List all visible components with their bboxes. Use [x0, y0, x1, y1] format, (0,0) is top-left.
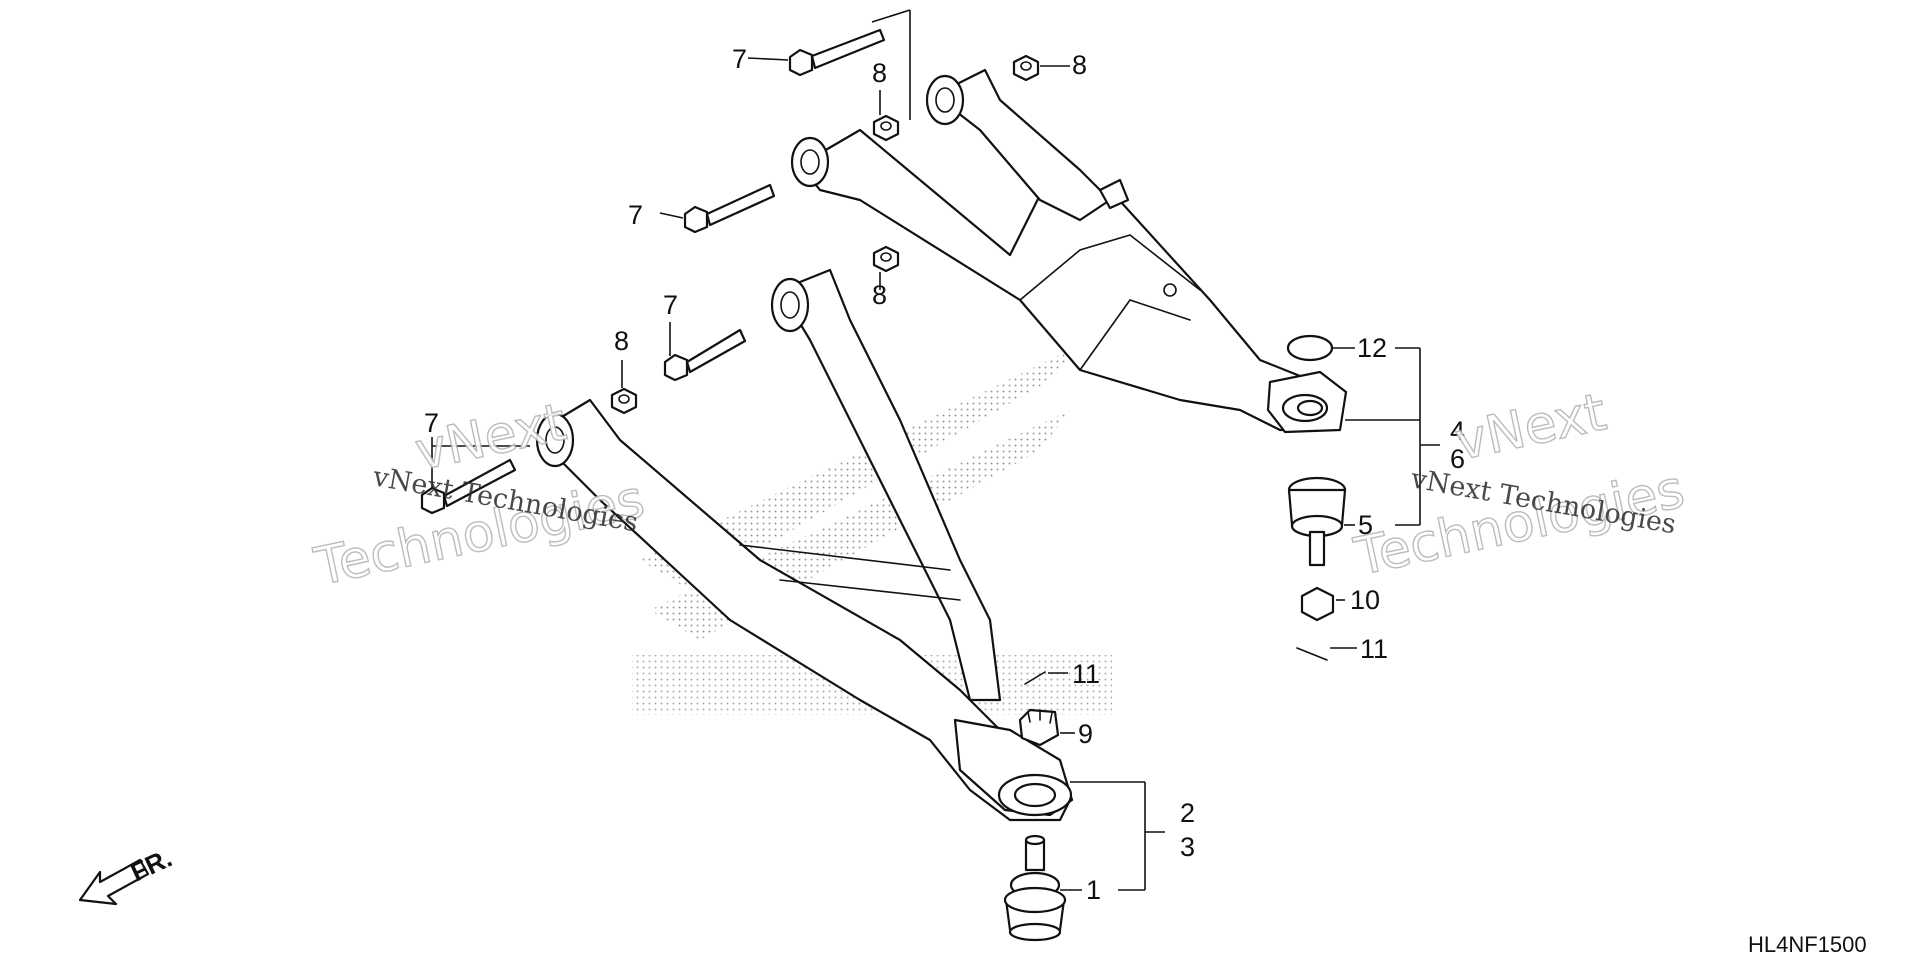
callout-5: 5: [1358, 510, 1373, 540]
bolt-upper-left: [788, 28, 886, 77]
nut-lower-right: [872, 245, 900, 273]
callout-8: 8: [872, 58, 887, 88]
callout-7: 7: [424, 408, 439, 438]
callout-8: 8: [1072, 50, 1087, 80]
callout-10: 10: [1350, 585, 1380, 615]
callout-12: 12: [1357, 333, 1387, 363]
callout-11: 11: [1072, 659, 1100, 689]
svg-text:vNext: vNext: [410, 392, 571, 482]
callout-8: 8: [614, 326, 629, 356]
nut-upper-right: [1012, 54, 1040, 82]
cotter-pin-left: [1024, 671, 1046, 685]
callout-7: 7: [663, 290, 678, 320]
callout-1: 1: [1086, 875, 1101, 905]
callout-7: 7: [732, 44, 747, 74]
svg-text:vNext: vNext: [1450, 382, 1611, 472]
callout-7: 7: [628, 200, 643, 230]
bolt-lower-left: [420, 458, 517, 515]
callout-9: 9: [1078, 719, 1093, 749]
castle-nut-lower: [1018, 708, 1060, 747]
bolt-lower-mid: [663, 328, 747, 382]
callout-6: 6: [1450, 444, 1465, 474]
lower-ball-joint: [1003, 834, 1067, 942]
leader-lines: [431, 9, 1440, 891]
cotter-pin-right: [1296, 647, 1328, 661]
callout-8: 8: [872, 280, 887, 310]
nut-upper-mid: [872, 114, 900, 142]
callout-3: 3: [1180, 832, 1195, 862]
diagram-code: HL4NF1500: [1748, 932, 1867, 957]
snap-ring: [1286, 334, 1334, 362]
callout-11: 11: [1360, 634, 1388, 664]
callout-labels: 7 8 8 7 8 7 8 7 12 4 6 5 10 11 11 9 2 3 …: [424, 44, 1465, 905]
callout-4: 4: [1450, 416, 1465, 446]
castle-nut-upper: [1300, 586, 1335, 622]
callout-2: 2: [1180, 798, 1195, 828]
bolt-upper-mid: [683, 183, 776, 234]
lower-arm: [535, 268, 1074, 822]
upper-arm: [790, 68, 1348, 434]
front-arrow-icon: FR.: [78, 843, 177, 906]
upper-ball-joint: [1287, 476, 1347, 567]
watermark-right: vNext Technologies vNext Technologies: [1349, 382, 1691, 589]
nut-lower-left: [610, 387, 638, 415]
